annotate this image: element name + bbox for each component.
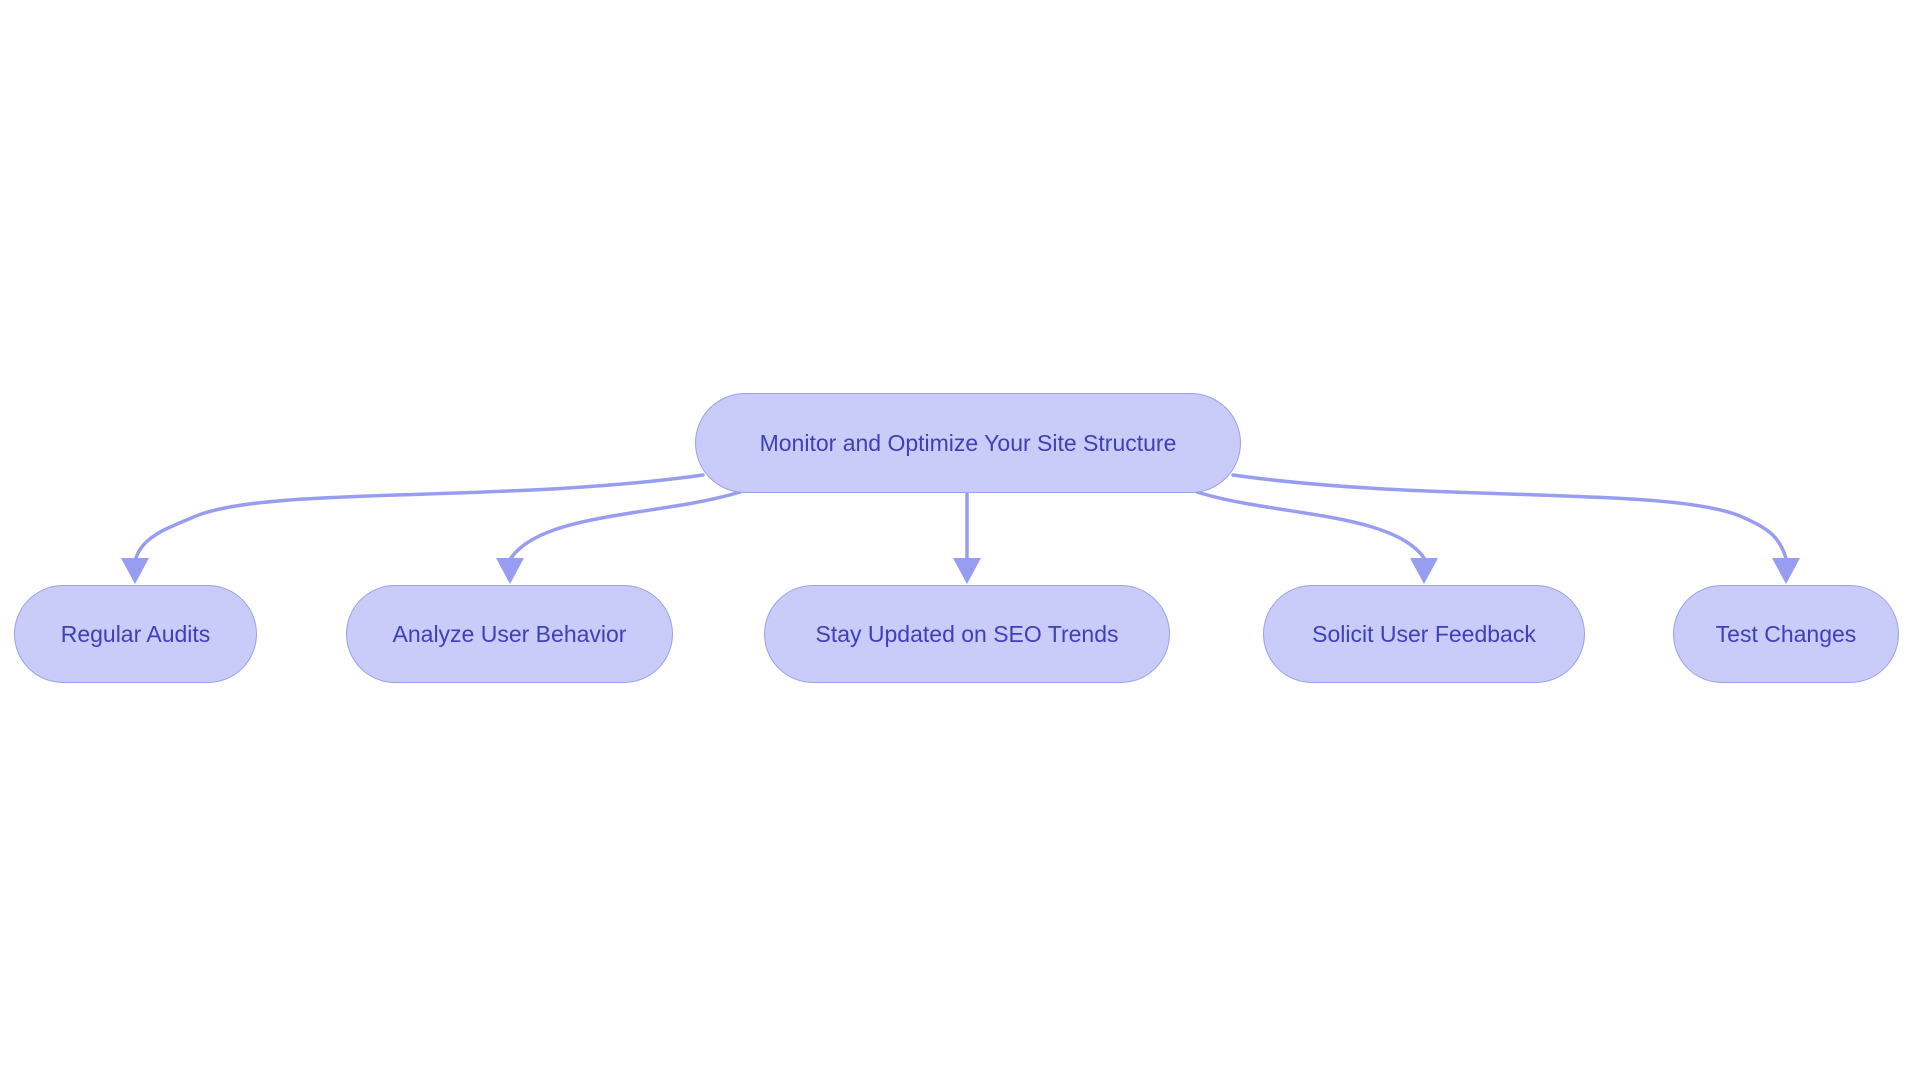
edge-root-to-analyze-user-behavior [509,490,742,560]
node-regular-audits-label: Regular Audits [60,620,211,647]
node-analyze-user-behavior-label: Analyze User Behavior [392,620,627,647]
arrowhead-test-changes [1772,558,1800,584]
node-regular-audits: Regular Audits [14,585,257,683]
node-test-changes: Test Changes [1673,585,1899,683]
node-analyze-user-behavior: Analyze User Behavior [346,585,673,683]
node-solicit-user-feedback-label: Solicit User Feedback [1312,620,1536,647]
arrowhead-regular-audits [121,558,149,584]
arrowhead-stay-updated-on-seo-trends [953,558,981,584]
node-stay-updated-on-seo-trends-label: Stay Updated on SEO Trends [815,620,1119,647]
edge-root-to-regular-audits [134,473,705,560]
node-root-label: Monitor and Optimize Your Site Structure [759,429,1177,456]
node-solicit-user-feedback: Solicit User Feedback [1263,585,1585,683]
node-root: Monitor and Optimize Your Site Structure [695,393,1241,493]
node-test-changes-label: Test Changes [1715,620,1857,647]
arrowhead-solicit-user-feedback [1410,558,1438,584]
arrowhead-analyze-user-behavior [496,558,524,584]
node-stay-updated-on-seo-trends: Stay Updated on SEO Trends [764,585,1170,683]
edge-root-to-solicit-user-feedback [1195,490,1426,560]
edge-root-to-test-changes [1231,473,1788,560]
